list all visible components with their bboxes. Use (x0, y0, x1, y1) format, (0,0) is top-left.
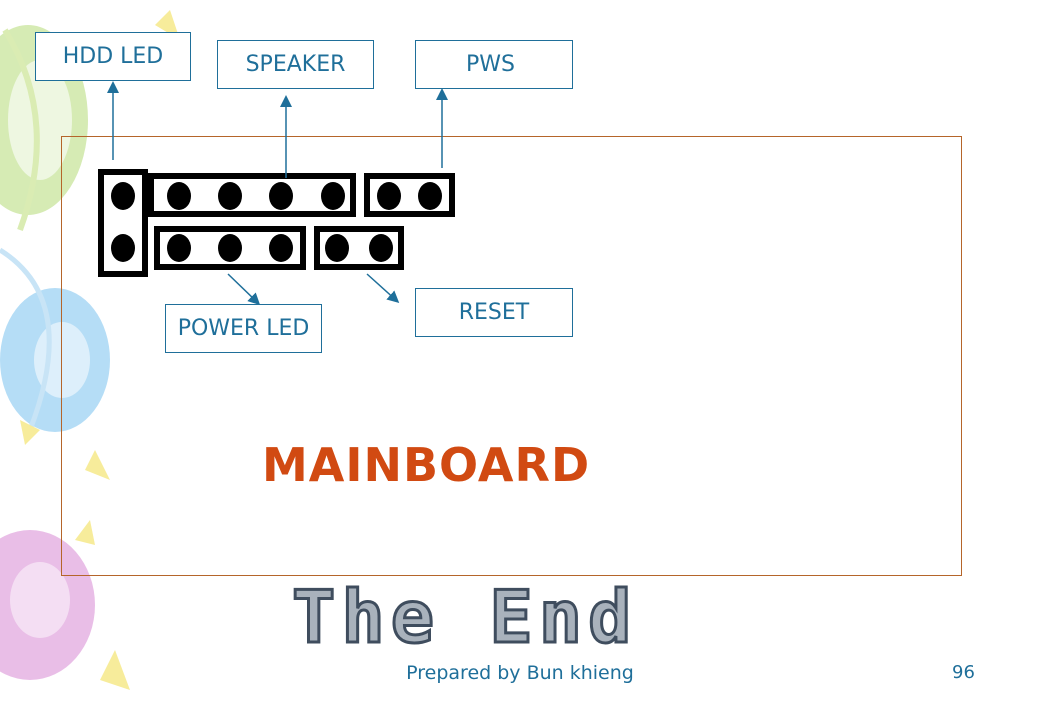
power-led-pins (154, 226, 306, 270)
mainboard-frame (61, 136, 962, 576)
mainboard-title: MAINBOARD (262, 438, 591, 492)
speaker-pins (148, 173, 356, 217)
arrow-power-led (227, 273, 261, 306)
pws-pins (364, 173, 455, 217)
hdd-led-pins (98, 169, 148, 277)
power-led-label: POWER LED (165, 304, 322, 353)
page-number: 96 (952, 662, 975, 683)
hdd-led-label: HDD LED (35, 32, 191, 81)
speaker-label: SPEAKER (217, 40, 374, 89)
footer-credit: Prepared by Bun khieng (406, 662, 634, 684)
reset-pins (314, 226, 404, 270)
arrow-reset (366, 273, 400, 304)
reset-label: RESET (415, 288, 573, 337)
pws-label: PWS (415, 40, 573, 89)
the-end-title: The End (290, 574, 638, 661)
